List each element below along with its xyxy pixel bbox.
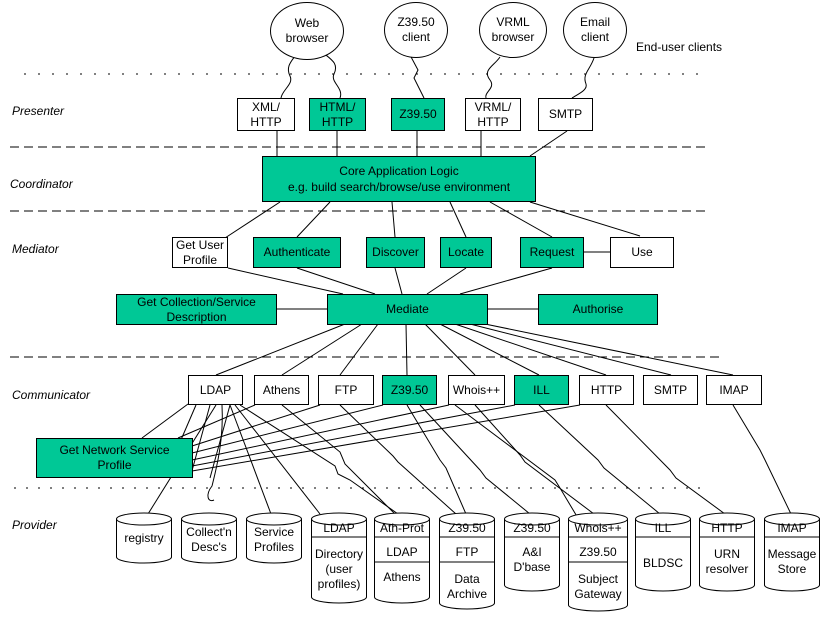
discover-box: Discover (366, 237, 425, 268)
urn-resolver-top-label: HTTP (711, 521, 743, 535)
registry-label: registry (124, 531, 164, 545)
layer-communicator: Communicator (12, 388, 91, 402)
web-browser-label: Web browser (285, 16, 329, 45)
layer-coordinator: Coordinator (10, 177, 73, 191)
athens-comm-box: Athens (254, 375, 309, 405)
smtp-comm-box: SMTP (643, 375, 698, 405)
smtp-presenter-box: SMTP (538, 98, 593, 131)
html-http-box: HTML/ HTTP (309, 98, 366, 131)
imap-comm-box: IMAP (706, 375, 762, 405)
layer-provider: Provider (12, 518, 57, 532)
whois-comm-box: Whois++ (448, 375, 505, 405)
bldsc-store: ILL BLDSC (635, 512, 691, 592)
ill-comm-box: ILL (514, 375, 569, 405)
data-archive-store: Z39.50 FTP Data Archive (439, 512, 495, 610)
core-application-logic-box: Core Application Logic e.g. build search… (262, 156, 536, 202)
email-client: Email client (563, 2, 627, 58)
subject-gateway-store: Whois++ Z39.50 Subject Gateway (568, 512, 628, 612)
get-collection-service-description-box: Get Collection/Service Description (116, 294, 277, 325)
urn-resolver-store: HTTP URN resolver (699, 512, 755, 592)
athens-bottom-label: Athens (383, 570, 421, 584)
bldsc-bottom-label: BLDSC (642, 556, 683, 570)
get-network-service-profile-box: Get Network Service Profile (36, 438, 193, 478)
http-comm-box: HTTP (579, 375, 634, 405)
ai-database-top-label: Z39.50 (513, 521, 551, 535)
urn-resolver-bottom-label: URN resolver (705, 547, 749, 576)
layer-presenter: Presenter (12, 104, 65, 118)
collection-descriptions-store: Collect'n Desc's (181, 512, 237, 564)
data-archive-top-label: Z39.50 (448, 521, 486, 535)
subject-gateway-top-label: Whois++ (574, 521, 622, 535)
ftp-comm-box: FTP (318, 375, 374, 405)
bldsc-top-label: ILL (654, 521, 672, 535)
mediate-box: Mediate (327, 294, 488, 325)
ldap-directory-store: LDAP Directory (user profiles) (311, 512, 367, 604)
authorise-box: Authorise (538, 294, 658, 325)
athens-store: Ath-Prot LDAP Athens (374, 512, 430, 604)
data-archive-bottom-label: Data Archive (446, 572, 487, 601)
subject-gateway-bottom-label: Subject Gateway (574, 572, 622, 601)
web-browser-client: Web browser (270, 2, 344, 60)
ldap-directory-top-label: LDAP (323, 521, 355, 535)
ldap-comm-box: LDAP (188, 375, 243, 405)
ai-database-store: Z39.50 A&I D'base (504, 512, 560, 592)
use-box: Use (610, 237, 674, 268)
vrml-browser-label: VRML browser (491, 15, 535, 44)
collection-descriptions-label: Collect'n Desc's (186, 525, 232, 554)
locate-box: Locate (440, 237, 492, 268)
athens-mid-label: LDAP (386, 545, 418, 559)
xml-http-box: XML/ HTTP (237, 98, 295, 131)
z3950-presenter-box: Z39.50 (391, 98, 445, 131)
message-store-top-label: IMAP (777, 521, 807, 535)
athens-top-label: Ath-Prot (379, 521, 424, 535)
request-box: Request (520, 237, 584, 268)
get-user-profile-box: Get User Profile (172, 237, 228, 268)
z3950-client-label: Z39.50 client (397, 15, 435, 44)
message-store: IMAP Message Store (764, 512, 820, 592)
z3950-client: Z39.50 client (384, 2, 448, 58)
authenticate-box: Authenticate (253, 237, 341, 268)
ldap-directory-bottom-label: Directory (user profiles) (314, 547, 363, 591)
layer-mediator: Mediator (12, 242, 59, 256)
email-client-label: Email client (579, 15, 610, 44)
z3950-comm-box: Z39.50 (382, 375, 437, 405)
end-user-clients-label: End-user clients (636, 40, 723, 54)
data-archive-mid-label: FTP (455, 545, 479, 559)
vrml-http-box: VRML/ HTTP (465, 98, 521, 131)
ai-database-bottom-label: A&I D'base (513, 545, 551, 574)
service-profiles-store: Service Profiles (246, 512, 302, 564)
registry-store: registry (116, 512, 172, 564)
message-store-bottom-label: Message Store (767, 547, 817, 576)
subject-gateway-mid-label: Z39.50 (579, 545, 617, 559)
vrml-browser-client: VRML browser (479, 2, 547, 58)
service-profiles-label: Service Profiles (253, 525, 294, 554)
